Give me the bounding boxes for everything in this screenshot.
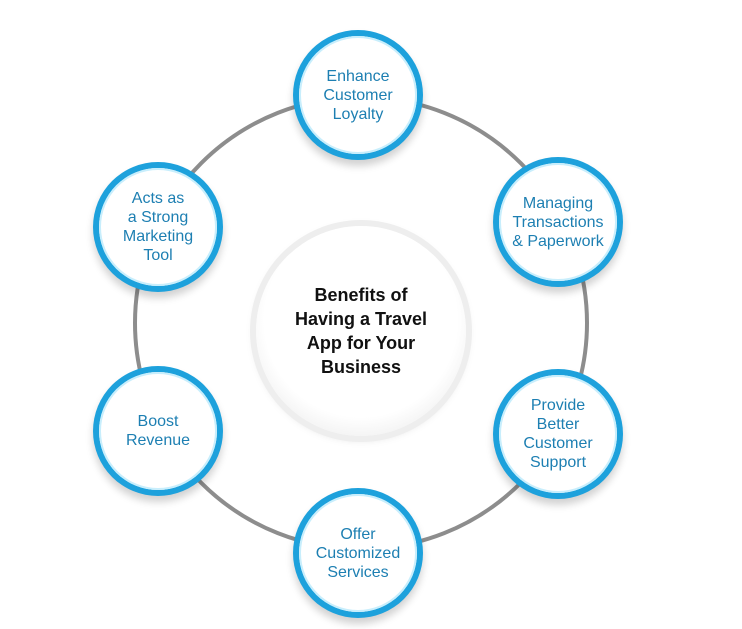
center-node: Benefits of Having a Travel App for Your… xyxy=(256,226,466,436)
benefit-node-provide-better-support: Provide Better Customer Support xyxy=(493,369,623,499)
benefit-node-marketing-tool: Acts as a Strong Marketing Tool xyxy=(93,162,223,292)
benefit-node-inner: Provide Better Customer Support xyxy=(499,375,617,493)
benefit-label: Boost Revenue xyxy=(125,413,191,449)
center-title: Benefits of Having a Travel App for Your… xyxy=(294,285,428,377)
benefit-node-offer-customized-services: Offer Customized Services xyxy=(293,488,423,618)
benefit-node-inner: Managing Transactions & Paperwork xyxy=(499,163,617,281)
benefit-label: Enhance Customer Loyalty xyxy=(323,67,393,123)
benefit-label: Provide Better Customer Support xyxy=(523,397,593,471)
benefit-node-enhance-customer-loyalty: Enhance Customer Loyalty xyxy=(293,30,423,160)
benefit-label: Acts as a Strong Marketing Tool xyxy=(122,190,194,264)
benefit-node-inner: Offer Customized Services xyxy=(299,494,417,612)
benefit-node-inner: Enhance Customer Loyalty xyxy=(299,36,417,154)
benefit-node-managing-transactions: Managing Transactions & Paperwork xyxy=(493,157,623,287)
benefit-node-inner: Acts as a Strong Marketing Tool xyxy=(99,168,217,286)
benefit-node-boost-revenue: Boost Revenue xyxy=(93,366,223,496)
benefit-label: Offer Customized Services xyxy=(315,525,401,581)
benefit-label: Managing Transactions & Paperwork xyxy=(512,194,604,250)
benefit-node-inner: Boost Revenue xyxy=(99,372,217,490)
